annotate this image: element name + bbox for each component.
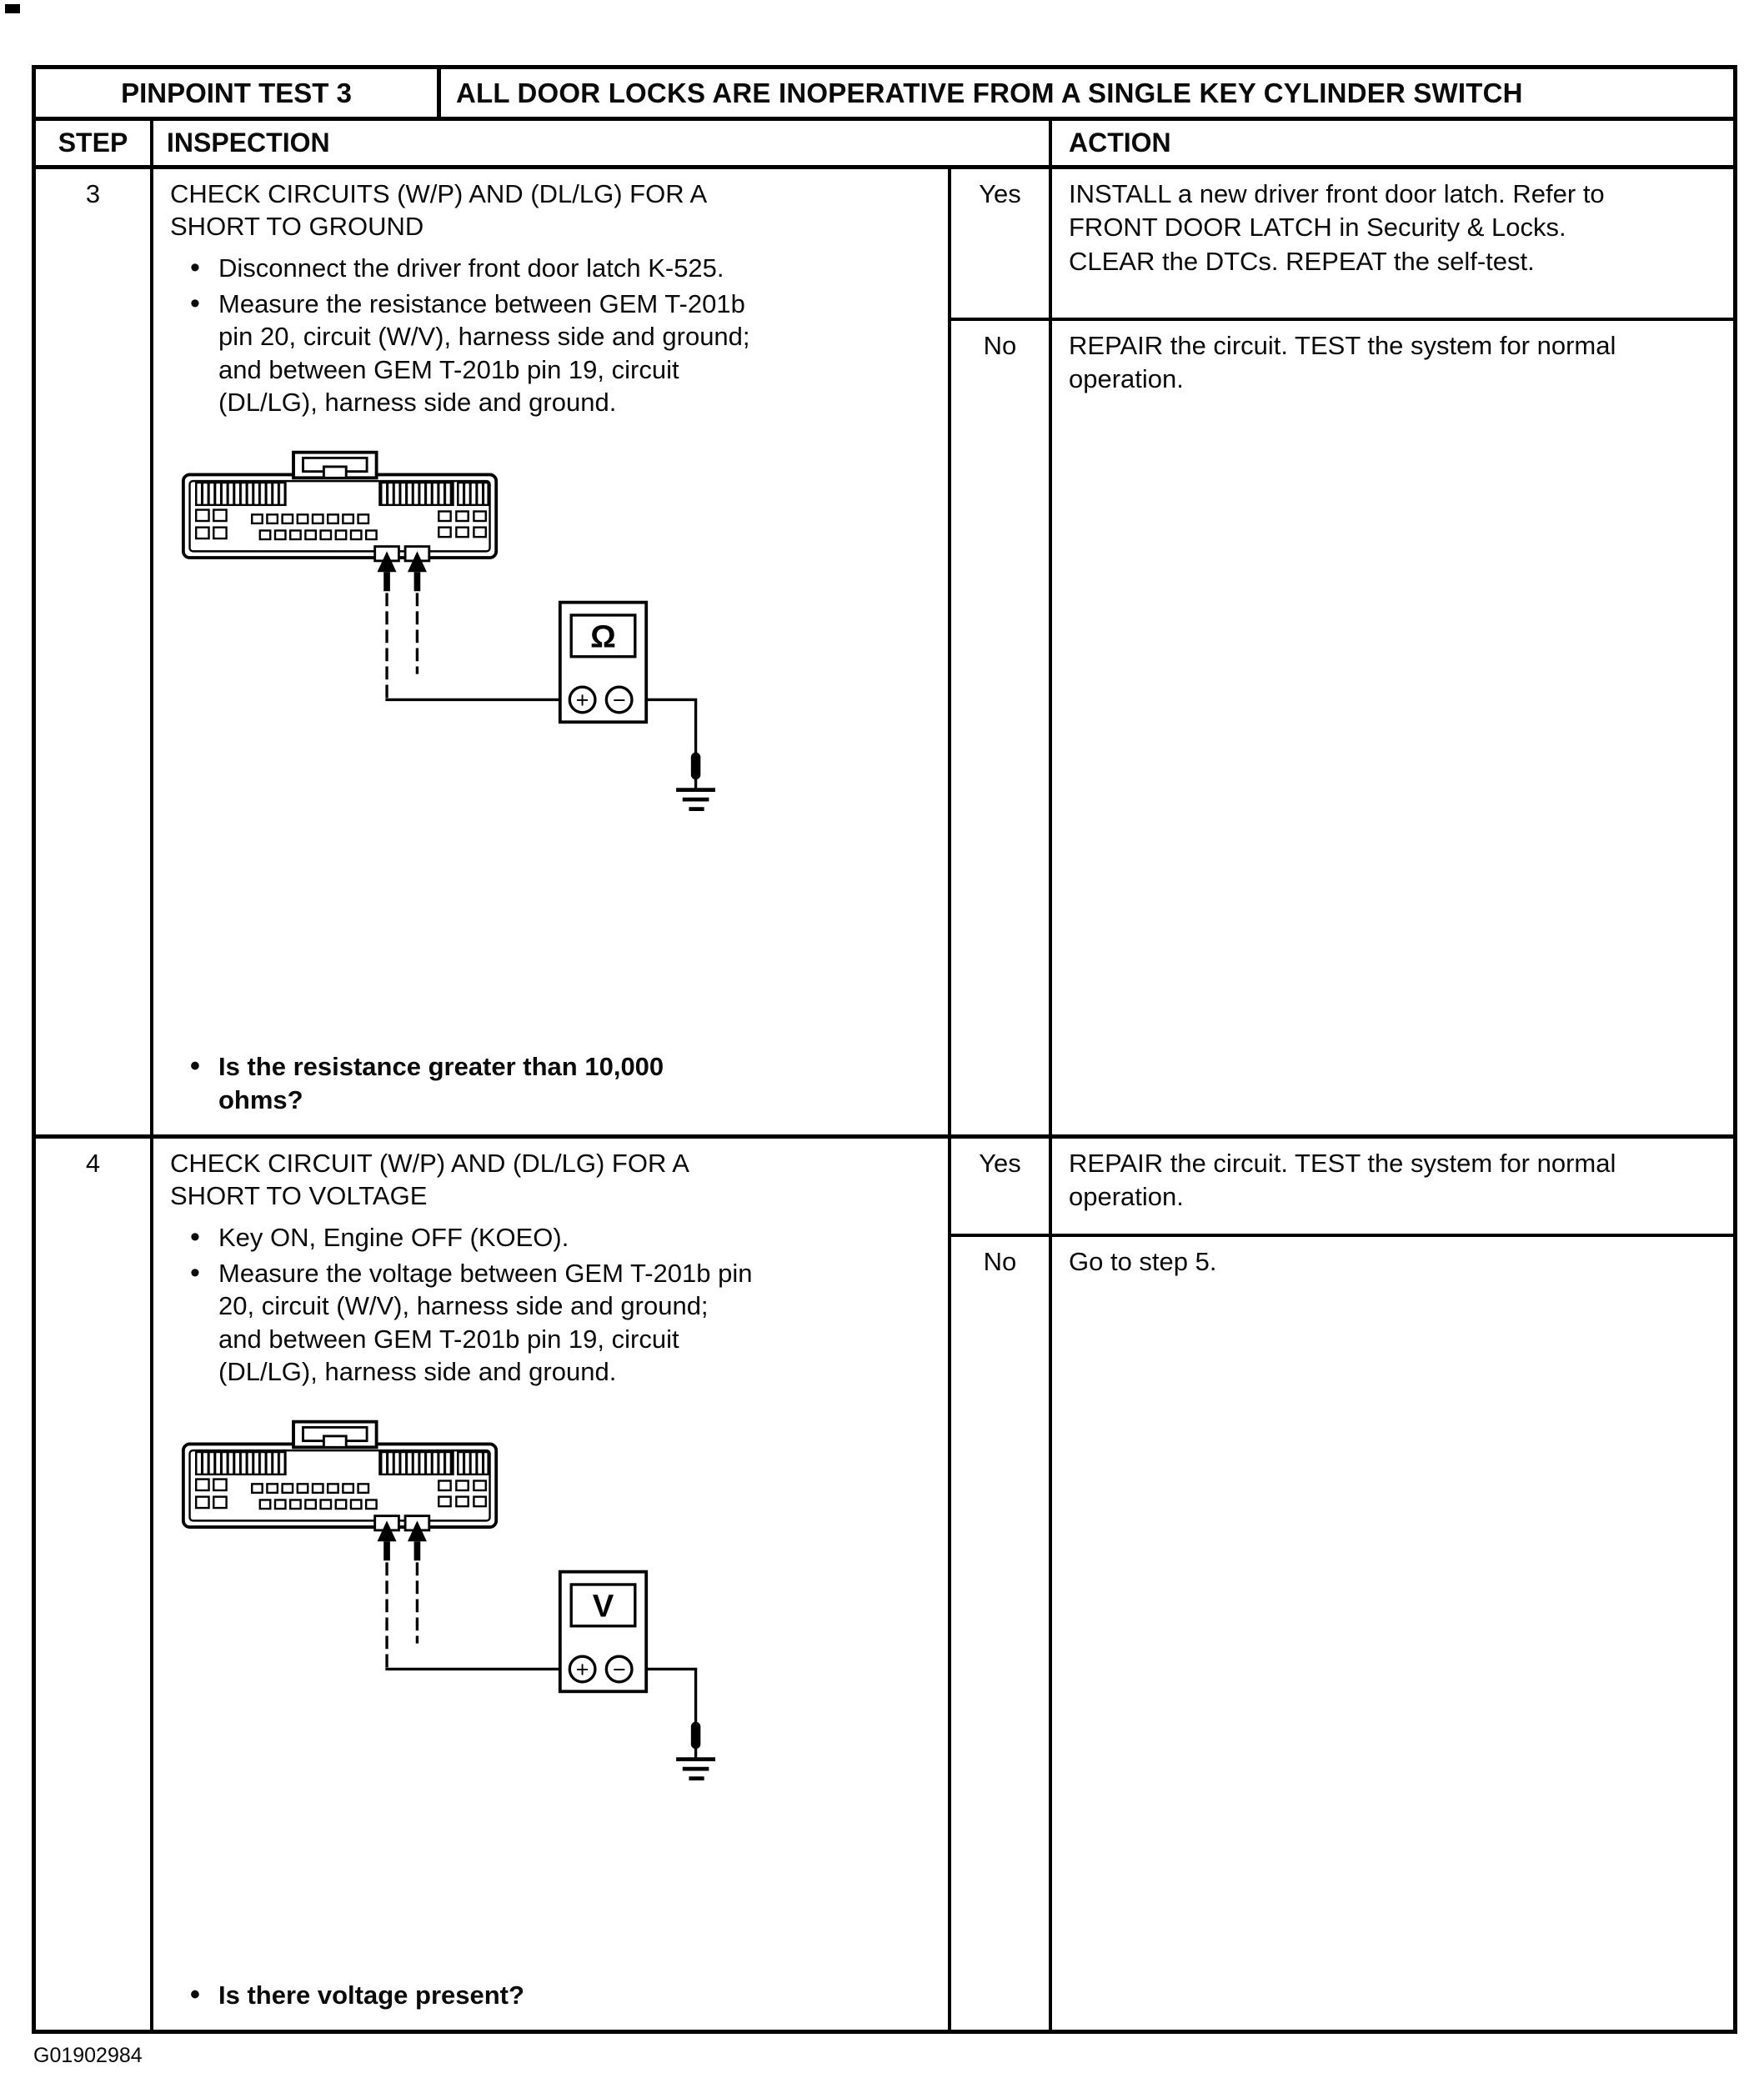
inspection-title: CHECK CIRCUIT (W/P) AND (DL/LG) FOR A SH…: [170, 1149, 689, 1211]
action-text: REPAIR the circuit. TEST the system for …: [1069, 331, 1616, 394]
pinpoint-test-label: PINPOINT TEST 3: [36, 69, 441, 117]
step-row-4: 4 CHECK CIRCUIT (W/P) AND (DL/LG) FOR A …: [36, 1139, 1733, 2030]
result-label-no: No: [951, 321, 1052, 1134]
column-header-row: STEP INSPECTION ACTION: [36, 121, 1733, 169]
result-label-yes: Yes: [951, 1139, 1052, 1234]
table-title-row: PINPOINT TEST 3 ALL DOOR LOCKS ARE INOPE…: [36, 69, 1733, 121]
result-row-yes: Yes REPAIR the circuit. TEST the system …: [951, 1139, 1733, 1237]
inspection-bullet: Key ON, Engine OFF (KOEO).: [170, 1219, 754, 1256]
step-row-3: 3 CHECK CIRCUITS (W/P) AND (DL/LG) FOR A…: [36, 169, 1733, 1139]
results-cell: Yes REPAIR the circuit. TEST the system …: [951, 1139, 1733, 2030]
step-number: 3: [36, 169, 153, 1134]
circuit-diagram-voltmeter: V: [175, 1415, 750, 1790]
pinpoint-test-title: ALL DOOR LOCKS ARE INOPERATIVE FROM A SI…: [456, 77, 1523, 108]
result-row-no: No Go to step 5.: [951, 1237, 1733, 2030]
result-label-no: No: [951, 1237, 1052, 2030]
column-header-step: STEP: [36, 121, 153, 165]
action-text: Go to step 5.: [1069, 1247, 1217, 1276]
pinpoint-test-table: PINPOINT TEST 3 ALL DOOR LOCKS ARE INOPE…: [32, 65, 1737, 2034]
column-header-action: ACTION: [1069, 128, 1171, 158]
inspection-title: CHECK CIRCUITS (W/P) AND (DL/LG) FOR A S…: [170, 179, 706, 242]
ohmmeter-display-symbol: Ω: [590, 618, 616, 654]
action-text: REPAIR the circuit. TEST the system for …: [1069, 1149, 1616, 1212]
action-text: INSTALL a new driver front door latch. R…: [1069, 179, 1605, 276]
voltmeter-display-symbol: V: [593, 1588, 614, 1624]
inspection-bullet: Measure the voltage between GEM T-201b p…: [170, 1255, 754, 1388]
inspection-cell: CHECK CIRCUIT (W/P) AND (DL/LG) FOR A SH…: [153, 1139, 951, 2030]
step-number: 4: [36, 1139, 153, 2030]
circuit-diagram-ohmmeter: Ω: [175, 446, 750, 821]
result-row-no: No REPAIR the circuit. TEST the system f…: [951, 321, 1733, 1134]
results-cell: Yes INSTALL a new driver front door latc…: [951, 169, 1733, 1134]
scan-artifact-mark: [5, 4, 20, 13]
inspection-bullets: Disconnect the driver front door latch K…: [170, 250, 933, 423]
result-row-yes: Yes INSTALL a new driver front door latc…: [951, 169, 1733, 321]
inspection-bullet: Disconnect the driver front door latch K…: [170, 250, 754, 287]
inspection-bullet: Measure the resistance between GEM T-201…: [170, 286, 754, 418]
result-label-yes: Yes: [951, 169, 1052, 318]
inspection-question: Is there voltage present?: [170, 1977, 687, 2014]
inspection-question: Is the resistance greater than 10,000 oh…: [170, 1049, 687, 1116]
figure-id: G01902984: [33, 2044, 143, 2067]
inspection-cell: CHECK CIRCUITS (W/P) AND (DL/LG) FOR A S…: [153, 169, 951, 1134]
inspection-bullets: Key ON, Engine OFF (KOEO). Measure the v…: [170, 1219, 933, 1392]
column-header-inspection: INSPECTION: [153, 121, 1052, 165]
